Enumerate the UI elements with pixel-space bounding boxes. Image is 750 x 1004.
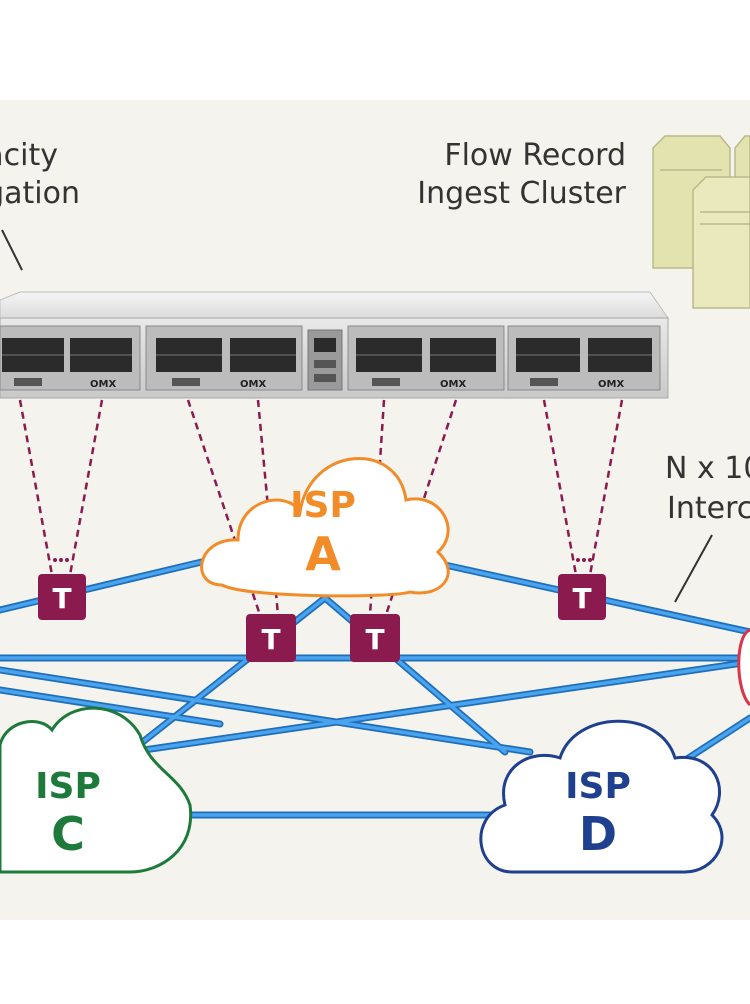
isp-d-name: ISP xyxy=(565,766,631,807)
callout-line xyxy=(1,229,23,271)
brand-logo-4: OMX xyxy=(598,379,624,390)
capacity-aggregation-label: acity xyxy=(0,138,58,173)
capacity-aggregation-label-2: gation xyxy=(0,176,80,211)
interconnect-label: N x 10 xyxy=(665,451,750,486)
tap-4: T xyxy=(558,574,606,620)
management-ports xyxy=(307,329,343,391)
isp-d-letter: D xyxy=(579,807,617,861)
interconnect-callout-line xyxy=(674,534,713,603)
svg-text:T: T xyxy=(261,623,280,656)
svg-text:T: T xyxy=(365,623,384,656)
isp-c-cloud: ISP C xyxy=(0,706,193,874)
isp-d-cloud: ISP D xyxy=(479,719,724,874)
server-cluster-icon xyxy=(652,135,750,309)
svg-text:T: T xyxy=(52,582,71,615)
aggregation-chassis: OMX OMX OMX xyxy=(0,291,669,399)
isp-a-cloud: ISP A xyxy=(200,457,450,598)
port-module-2: OMX xyxy=(145,325,303,391)
brand-logo-3: OMX xyxy=(440,379,466,390)
tap-links xyxy=(18,399,624,616)
port-module-3: OMX xyxy=(347,325,505,391)
brand-logo-1: OMX xyxy=(90,379,116,390)
port-module-1: OMX xyxy=(0,325,141,391)
ingest-cluster-label: Flow Record xyxy=(444,138,626,173)
port-module-4: OMX xyxy=(507,325,661,391)
ingest-cluster-label-2: Ingest Cluster xyxy=(417,176,626,211)
tap-3: T xyxy=(350,614,400,662)
isp-c-letter: C xyxy=(51,807,85,861)
tap-1: T xyxy=(38,574,86,620)
isp-c-name: ISP xyxy=(35,766,101,807)
tap-2: T xyxy=(246,614,296,662)
brand-logo-2: OMX xyxy=(240,379,266,390)
isp-a-letter: A xyxy=(305,527,341,581)
svg-text:T: T xyxy=(572,582,591,615)
isp-a-name: ISP xyxy=(290,485,356,526)
isp-b-cloud-edge xyxy=(737,628,750,707)
interconnect-label-2: Interc xyxy=(667,491,750,526)
